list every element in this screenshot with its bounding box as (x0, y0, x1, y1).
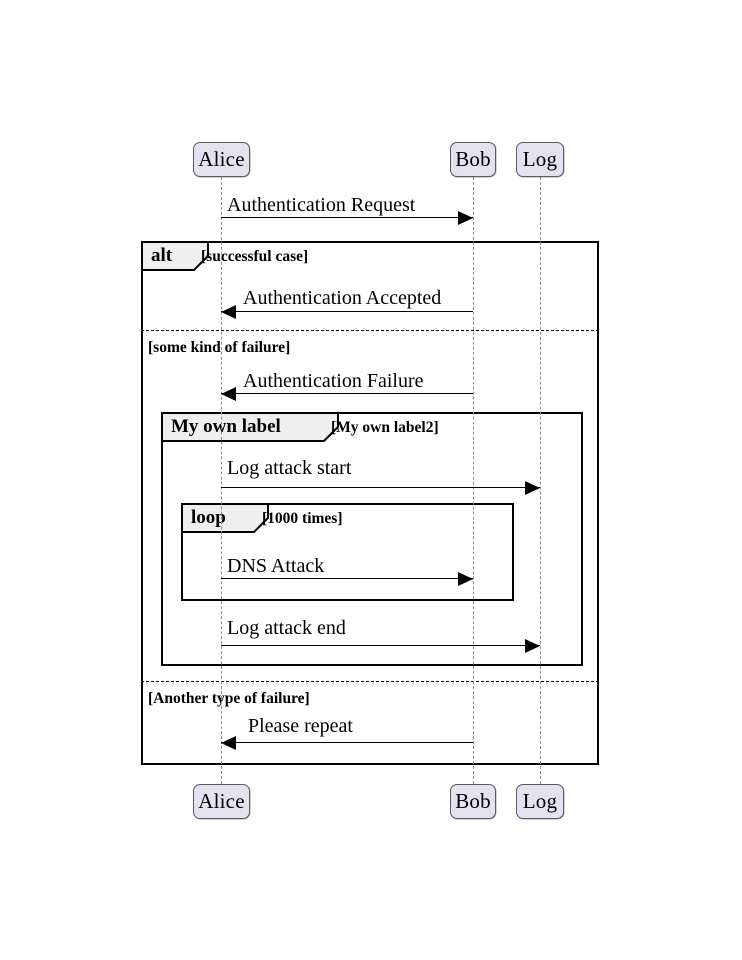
message-label-m5: DNS Attack (227, 555, 325, 577)
message-arrowhead-m4 (525, 481, 540, 495)
fragment-guard-loop: [1000 times] (262, 510, 343, 527)
message-label-m7: Please repeat (248, 715, 353, 737)
fragment-tab-alt (142, 242, 209, 271)
message-line-m4 (221, 487, 540, 488)
participant-alice-footer[interactable]: Alice (193, 784, 250, 819)
message-line-m3 (221, 393, 473, 394)
fragment-guard-myownlabel: [My own label2] (331, 419, 439, 436)
fragment-guard-alt: [successful case] (201, 248, 309, 265)
message-line-m5 (221, 578, 473, 579)
fragment-loop (181, 503, 514, 601)
message-line-m1 (221, 217, 473, 218)
participant-log-header[interactable]: Log (516, 142, 564, 177)
message-arrowhead-m7 (221, 736, 236, 750)
participant-alice-header[interactable]: Alice (193, 142, 250, 177)
fragment-operator-alt: alt (151, 245, 173, 266)
fragment-operator-myownlabel: My own label (171, 416, 281, 437)
message-label-m1: Authentication Request (227, 194, 416, 216)
participant-bob-header[interactable]: Bob (450, 142, 496, 177)
message-label-m6: Log attack end (227, 617, 346, 639)
message-label-m4: Log attack start (227, 457, 352, 479)
message-label-m3: Authentication Failure (243, 370, 424, 392)
fragment-myownlabel (161, 412, 583, 666)
message-arrowhead-m5 (458, 572, 473, 586)
message-arrowhead-m1 (458, 211, 473, 225)
lifeline-alice (221, 177, 222, 784)
participant-bob-footer[interactable]: Bob (450, 784, 496, 819)
fragment-tab-loop (182, 504, 269, 533)
message-arrowhead-m6 (525, 639, 540, 653)
divider-2-guard: [Another type of failure] (148, 690, 310, 707)
lifeline-log (540, 177, 541, 784)
divider-2 (141, 681, 599, 682)
message-label-m2: Authentication Accepted (243, 287, 442, 309)
message-arrowhead-m3 (221, 387, 236, 401)
lifeline-bob (473, 177, 474, 784)
message-line-m6 (221, 645, 540, 646)
participant-log-footer[interactable]: Log (516, 784, 564, 819)
fragment-alt (141, 241, 599, 765)
message-line-m7 (221, 742, 473, 743)
fragment-tab-myownlabel (162, 413, 339, 442)
message-arrowhead-m2 (221, 305, 236, 319)
fragment-operator-loop: loop (191, 507, 226, 528)
divider-1-guard: [some kind of failure] (148, 339, 291, 356)
divider-1 (141, 330, 599, 331)
message-line-m2 (221, 311, 473, 312)
